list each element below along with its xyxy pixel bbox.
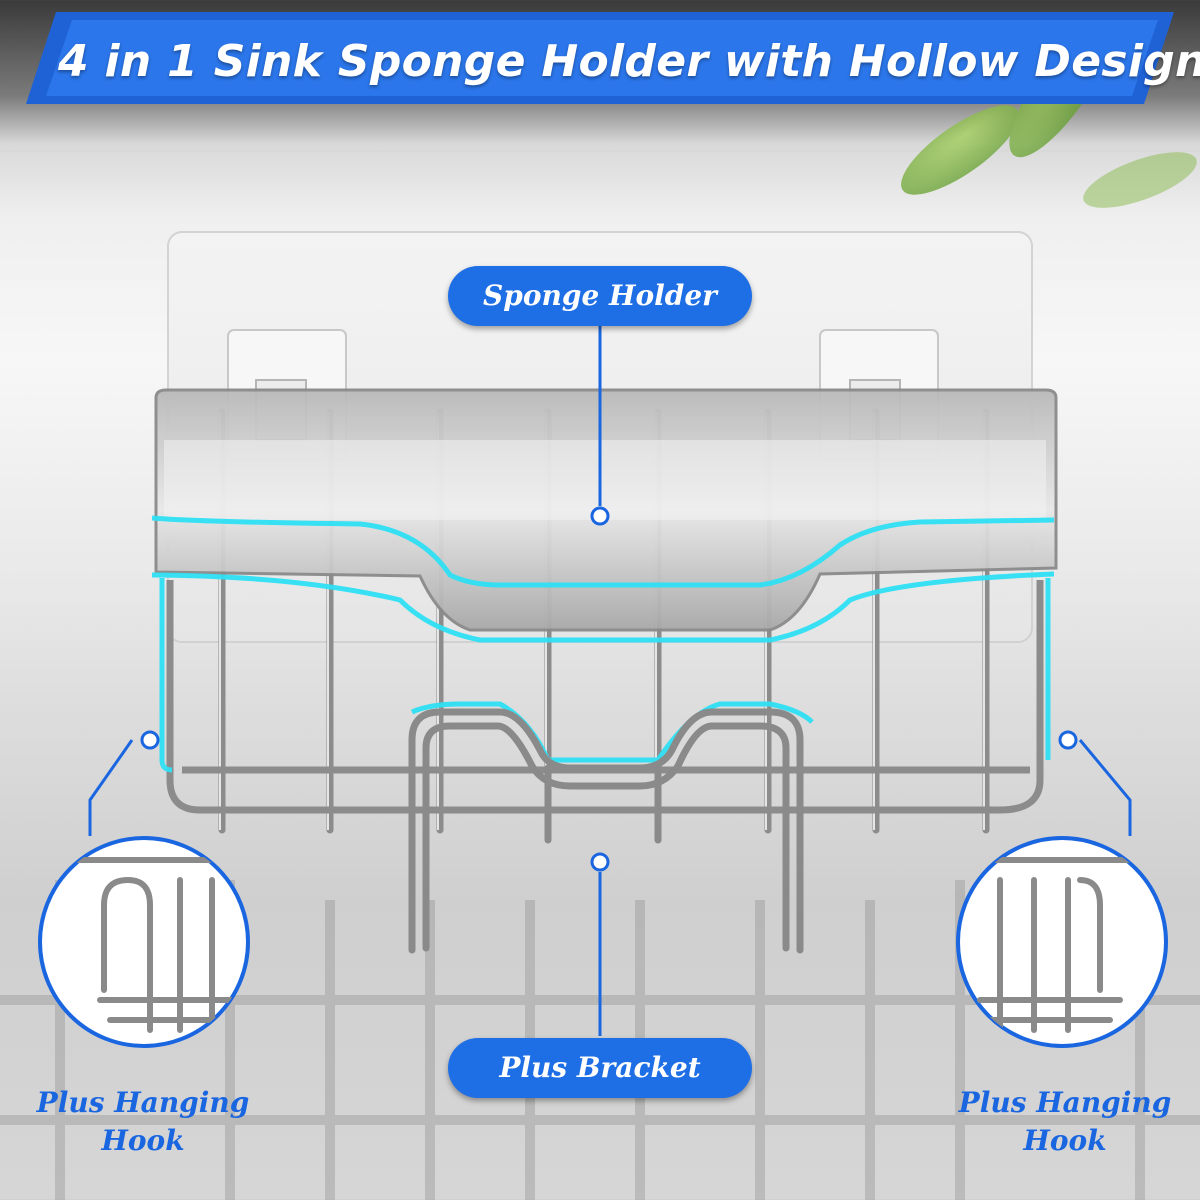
bracket-frame <box>408 708 804 954</box>
left-hook-label-line1: Plus Hanging <box>36 1086 250 1119</box>
page-title: 4 in 1 Sink Sponge Holder with Hollow De… <box>58 36 1200 87</box>
title-banner <box>26 12 1174 104</box>
sponge-holder-label: Sponge Holder <box>448 266 752 326</box>
hook-zoom-left <box>38 836 250 1048</box>
right-hook-label-line2: Hook <box>1023 1124 1107 1157</box>
plus-bracket-label: Plus Bracket <box>448 1038 752 1098</box>
left-hook-label-line2: Hook <box>101 1124 185 1157</box>
hook-zoom-right <box>956 836 1168 1048</box>
hollow-design-highlight <box>151 515 1055 773</box>
callout-dot-icon <box>140 506 1078 872</box>
right-hook-label-line1: Plus Hanging <box>958 1086 1172 1119</box>
